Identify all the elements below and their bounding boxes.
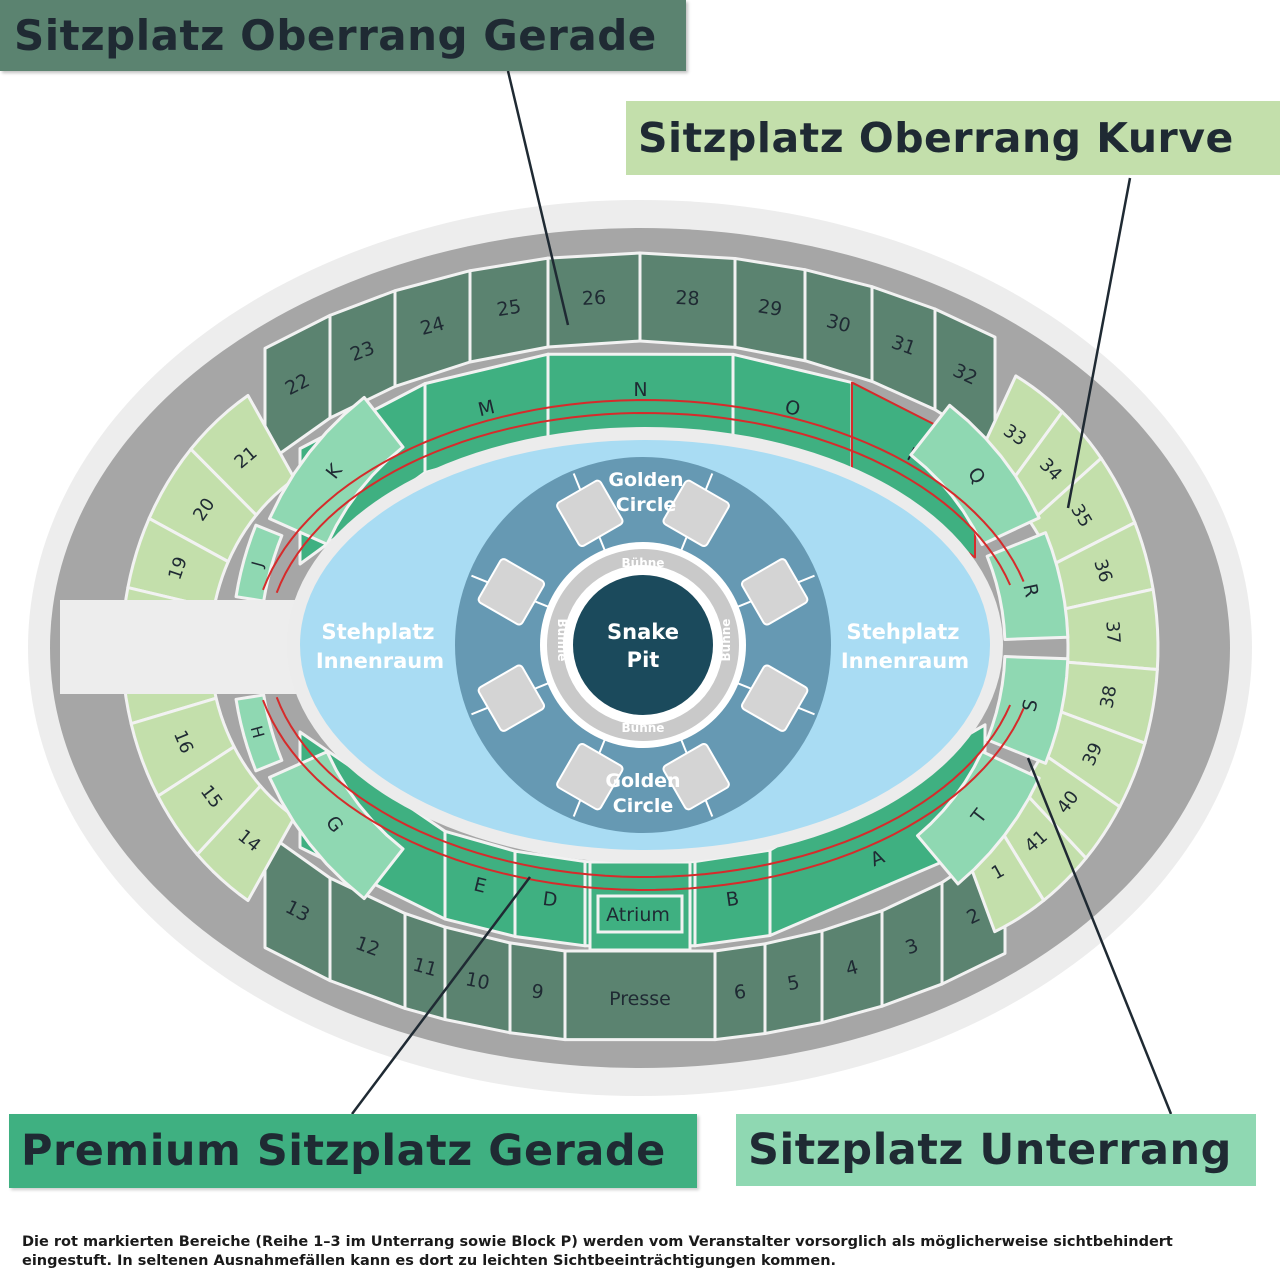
golden-circle-label-bottom: Circle — [613, 795, 674, 817]
obstructed-line-bottom-1 — [262, 699, 1025, 892]
stage-label-right: Bühne — [719, 619, 733, 662]
atrium-inner — [596, 894, 684, 934]
block-14[interactable]: 14 — [195, 784, 297, 903]
block-e-label: E — [472, 874, 489, 898]
block-25[interactable]: 25 — [468, 256, 550, 364]
golden-circle-platform — [740, 664, 809, 732]
leader-line — [506, 70, 570, 326]
legend-oberrang-kurve: Sitzplatz Oberrang Kurve — [626, 101, 1280, 175]
block-r-shape — [985, 531, 1070, 641]
block-j-label: J — [247, 559, 267, 570]
west-entrance — [60, 600, 320, 694]
block-q[interactable]: Q — [909, 403, 1041, 546]
block-6[interactable]: 6 — [713, 942, 767, 1042]
block-29[interactable]: 29 — [733, 256, 807, 363]
block-25-label: 25 — [495, 296, 522, 322]
golden-circle-label-bottom: Golden — [605, 770, 680, 792]
block-g[interactable]: G — [267, 750, 405, 901]
block-11[interactable]: 11 — [403, 911, 447, 1022]
block-m-label: M — [476, 396, 497, 421]
block-9[interactable]: 9 — [508, 941, 567, 1042]
legend-unterrang: Sitzplatz Unterrang — [736, 1114, 1256, 1186]
block-k-shape — [267, 395, 405, 546]
block-a-shape — [768, 723, 987, 937]
block-presse-label: Presse — [609, 988, 671, 1010]
block-24[interactable]: 24 — [393, 269, 472, 388]
block-4-label: 4 — [843, 956, 860, 980]
block-g-shape — [267, 750, 405, 901]
block-30[interactable]: 30 — [803, 268, 874, 383]
obstructed-line-top-1 — [262, 398, 1025, 591]
snake-pit-label: Pit — [627, 648, 660, 672]
block-9-label: 9 — [530, 980, 545, 1003]
block-q-shape — [909, 403, 1041, 546]
golden-circle-platform — [662, 742, 730, 811]
block-a[interactable]: A — [768, 723, 987, 937]
leader-line — [1026, 757, 1173, 1115]
stehplatz-label-left: Innenraum — [316, 649, 444, 673]
golden-circle-platform — [556, 742, 624, 811]
golden-circle-platform — [477, 664, 546, 732]
block-n[interactable]: N — [546, 352, 735, 441]
obstructed-line-bottom-2 — [275, 696, 1012, 879]
stage-label-left: Bühne — [555, 619, 569, 662]
block-38-label: 38 — [1096, 684, 1121, 710]
golden-circle-platform — [556, 479, 624, 548]
leader-line — [1066, 177, 1132, 509]
obstructed-line-top-2 — [275, 411, 1012, 594]
golden-circle-platform — [740, 558, 809, 626]
block-6-label: 6 — [733, 981, 748, 1004]
stehplatz-label-left: Stehplatz — [321, 620, 434, 644]
block-29-label: 29 — [756, 295, 783, 321]
footnote: Die rot markierten Bereiche (Reihe 1–3 i… — [22, 1234, 1173, 1269]
block-h-label: H — [247, 724, 269, 741]
block-37-label: 37 — [1101, 620, 1123, 644]
stage-label-top: Bühne — [622, 556, 665, 570]
block-26-label: 26 — [581, 287, 606, 310]
block-b[interactable]: B — [693, 848, 772, 948]
block-k[interactable]: K — [267, 395, 405, 546]
block-e[interactable]: E — [443, 829, 517, 938]
block-b-label: B — [725, 888, 741, 912]
block-o-label: O — [783, 396, 803, 421]
block-r[interactable]: R — [985, 531, 1070, 641]
block-n-label: N — [633, 379, 647, 401]
atrium-label: Atrium — [606, 904, 670, 926]
block-r-label: R — [1018, 582, 1042, 599]
block-19[interactable]: 19 — [126, 516, 230, 610]
block-t-shape — [915, 750, 1041, 886]
stehplatz-label-right: Stehplatz — [846, 620, 959, 644]
block-5-label: 5 — [785, 971, 801, 995]
block-presse[interactable]: Presse — [563, 949, 717, 1042]
stage-label-bottom: Bühne — [622, 721, 665, 735]
snake-pit-label: Snake — [607, 620, 679, 644]
golden-circle-platform — [477, 558, 546, 626]
block-s-label: S — [1018, 697, 1042, 713]
golden-circle-label-top: Golden — [608, 469, 683, 491]
legend-oberrang-gerade: Sitzplatz Oberrang Gerade — [0, 0, 686, 71]
golden-circle-platform — [662, 479, 730, 548]
block-10[interactable]: 10 — [443, 925, 512, 1035]
block-3[interactable]: 3 — [880, 881, 944, 1008]
golden-circle-label-top: Circle — [616, 494, 677, 516]
legend-premium-gerade: Premium Sitzplatz Gerade — [9, 1114, 697, 1188]
block-37[interactable]: 37 — [1063, 587, 1160, 671]
block-28-label: 28 — [675, 287, 700, 310]
block-4[interactable]: 4 — [820, 909, 884, 1025]
stehplatz-label-right: Innenraum — [841, 649, 969, 673]
block-5[interactable]: 5 — [763, 929, 824, 1036]
block-28[interactable]: 28 — [638, 251, 737, 349]
snake-pit-area — [573, 575, 713, 715]
block-10-label: 10 — [463, 968, 491, 994]
leader-line — [351, 876, 531, 1115]
block-d-label: D — [541, 888, 558, 912]
block-31[interactable]: 31 — [870, 285, 937, 412]
block-t[interactable]: T — [915, 750, 1041, 886]
